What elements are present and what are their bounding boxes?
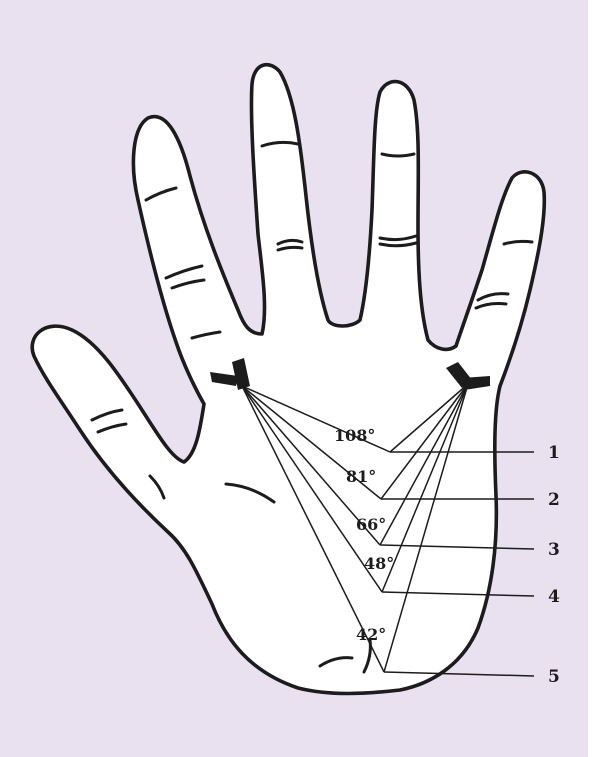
line-number-4: 4 [548, 587, 560, 607]
page-margin [588, 0, 612, 757]
angle-label-2: 81° [346, 467, 376, 486]
angle-label-4: 48° [364, 554, 394, 573]
line-number-5: 5 [548, 667, 560, 687]
line-number-2: 2 [548, 490, 560, 510]
angle-label-3: 66° [356, 515, 386, 534]
line-number-3: 3 [548, 540, 560, 560]
angle-label-1: 108° [334, 426, 375, 445]
angle-label-5: 42° [356, 625, 386, 644]
line-number-1: 1 [548, 443, 560, 463]
